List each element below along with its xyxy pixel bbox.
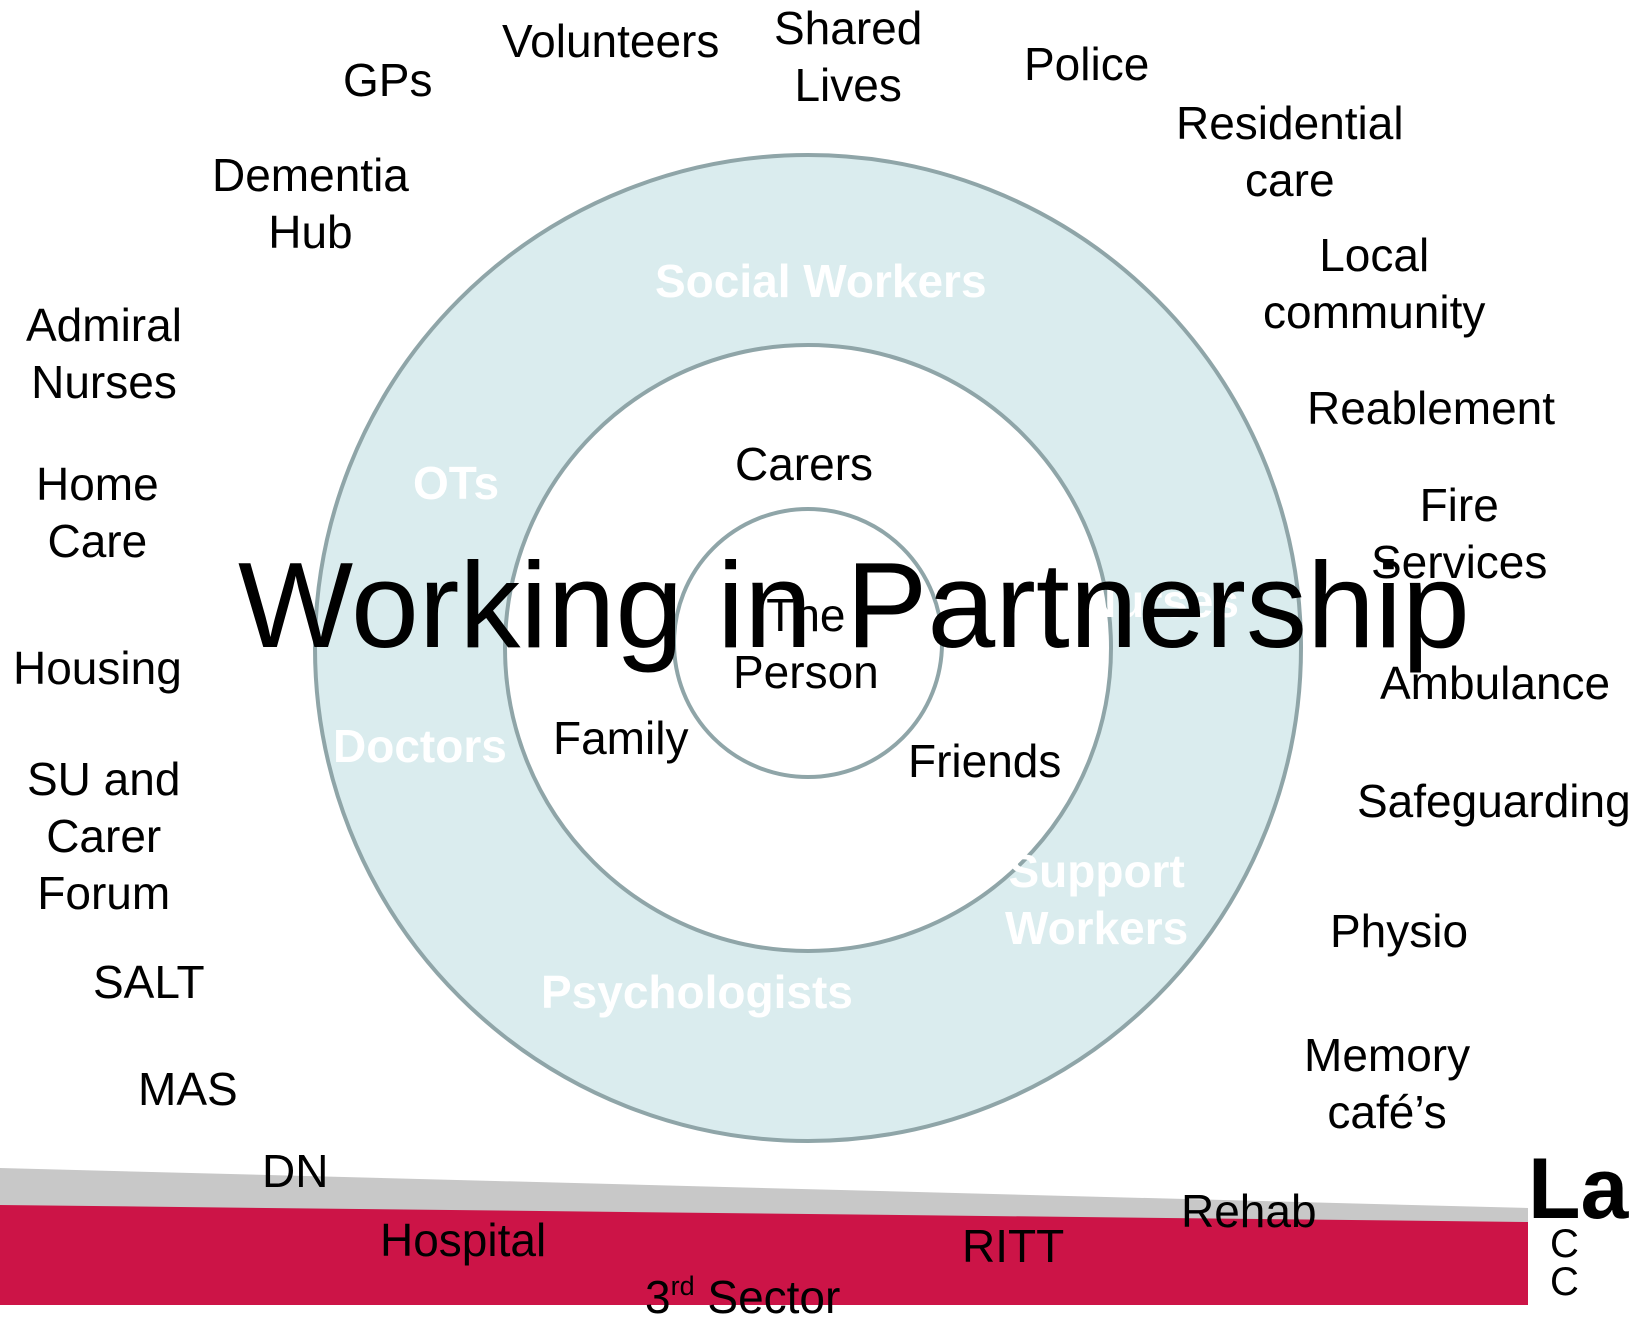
third-sector-label: Sector [694, 1271, 841, 1323]
partner-volunteers: Volunteers [502, 15, 720, 67]
ring-label-support-workers: Support Workers [1005, 845, 1189, 954]
partner-physio: Physio [1330, 905, 1469, 957]
council-logo: La C C [1528, 1150, 1647, 1305]
partner-safeguarding: Safeguarding [1357, 775, 1631, 827]
partner-reablement: Reablement [1307, 382, 1556, 434]
page-title: Working in Partnership [238, 537, 1470, 673]
partner-dementia-hub: Dementia Hub [212, 149, 409, 258]
ring-label-social-workers: Social Workers [655, 255, 987, 307]
logo-line-1: La [1528, 1150, 1629, 1237]
partner-hospital: Hospital [380, 1214, 547, 1266]
partner-ritt: RITT [962, 1220, 1065, 1272]
partner-memory-cafes: Memory café’s [1304, 1029, 1471, 1138]
logo-line-2: C [1550, 1222, 1579, 1266]
partner-dn: DN [262, 1145, 329, 1197]
partner-shared-lives: Shared Lives [774, 2, 923, 111]
partner-home-care: Home Care [36, 458, 159, 567]
partner-su-carer-forum: SU and Carer Forum [27, 753, 181, 919]
partner-third-sector: 3rd Sector [645, 1258, 840, 1326]
ring-label-doctors: Doctors [333, 720, 507, 772]
partner-admiral-nurses: Admiral Nurses [26, 299, 182, 408]
footer-red-band [0, 1205, 1528, 1305]
ring-label-nurses: Nurses [1083, 575, 1239, 627]
partner-gps: GPs [343, 54, 433, 106]
partner-housing: Housing [13, 642, 182, 694]
third-sector-superscript: rd [670, 1271, 695, 1301]
ring-label-psychologists: Psychologists [541, 966, 853, 1018]
centre-label: The Person [733, 589, 879, 698]
partner-rehab: Rehab [1181, 1185, 1317, 1237]
partner-salt: SALT [93, 956, 205, 1008]
inner-label-friends: Friends [908, 735, 1062, 787]
centre-circle [672, 507, 944, 779]
partner-police: Police [1024, 38, 1150, 90]
third-sector-number: 3 [645, 1271, 671, 1323]
inner-label-carers: Carers [735, 438, 874, 490]
partner-fire-services: Fire Services [1371, 479, 1548, 588]
partner-residential-care: Residential care [1176, 97, 1404, 206]
partner-local-community: Local community [1263, 229, 1486, 338]
logo-line-3: C [1550, 1260, 1579, 1304]
inner-label-family: Family [553, 712, 689, 764]
partner-mas: MAS [138, 1063, 238, 1115]
ring-label-ots: OTs [413, 457, 500, 509]
partner-ambulance: Ambulance [1380, 657, 1611, 709]
